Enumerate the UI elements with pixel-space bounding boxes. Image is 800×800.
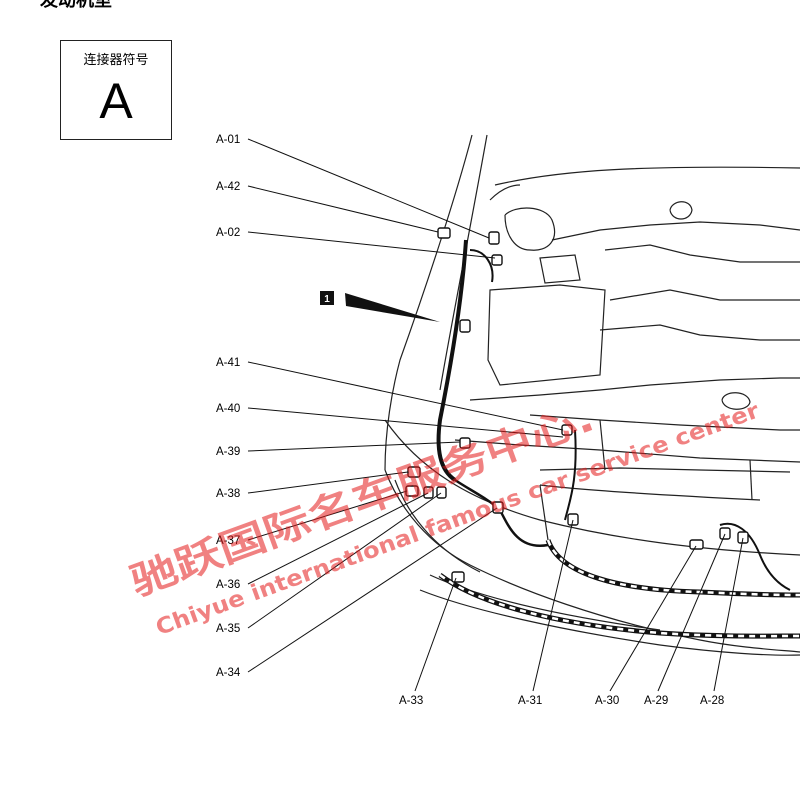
- connector-symbol-letter: A: [99, 73, 133, 129]
- label-a-28: A-28: [700, 695, 724, 707]
- label-a-39: A-39: [216, 446, 240, 458]
- callout-number: 1: [324, 294, 330, 305]
- label-a-38: A-38: [216, 488, 240, 500]
- label-a-36: A-36: [216, 579, 240, 591]
- label-a-40: A-40: [216, 403, 240, 415]
- label-a-35: A-35: [216, 623, 240, 635]
- label-a-31: A-31: [518, 695, 542, 707]
- engine-bay-drawing: [384, 134, 800, 656]
- wire-harness: [436, 239, 800, 639]
- label-a-37: A-37: [216, 535, 240, 547]
- label-a-34: A-34: [216, 667, 241, 679]
- label-a-33: A-33: [399, 695, 423, 707]
- label-a-30: A-30: [595, 695, 619, 707]
- leader-lines: [247, 138, 744, 692]
- label-a-42: A-42: [216, 181, 240, 193]
- connector-symbol-box: 连接器符号 A: [60, 40, 172, 140]
- label-a-29: A-29: [644, 695, 668, 707]
- connector-symbol-caption: 连接器符号: [83, 53, 149, 68]
- label-a-02: A-02: [216, 227, 240, 239]
- callout-1: 1: [320, 291, 440, 322]
- connector-labels: A-01 A-42 A-02 A-41 A-40 A-39 A-38 A-37 …: [216, 134, 724, 707]
- label-a-41: A-41: [216, 357, 240, 369]
- label-a-01: A-01: [216, 134, 240, 146]
- page-title: 发动机室: [40, 0, 112, 11]
